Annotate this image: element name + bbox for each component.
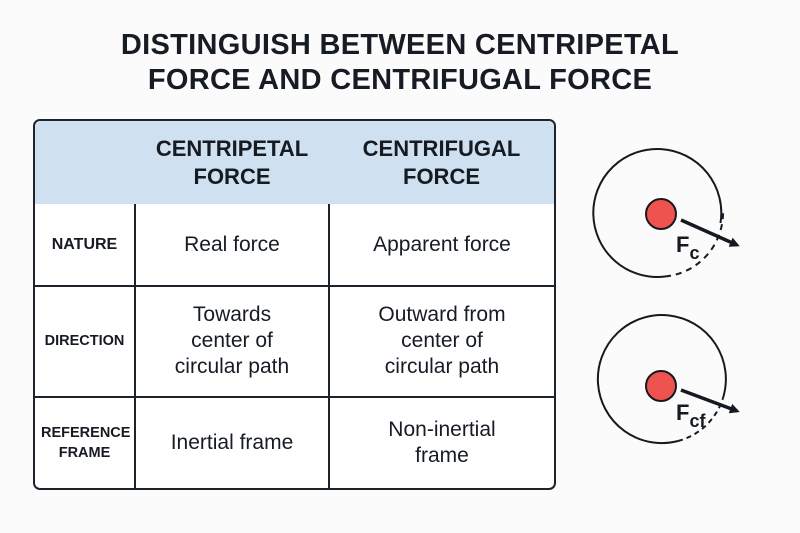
force-arrow — [680, 388, 740, 414]
cell-centripetal-reference-frame: Inertial frame — [134, 395, 330, 488]
force-label-sub: c — [689, 243, 699, 263]
circular-path — [592, 148, 723, 278]
cell-line: Real force — [184, 232, 280, 256]
row-label-line: DIRECTION — [44, 333, 125, 350]
mass-dot — [645, 370, 677, 402]
row-label-line: NATURE — [51, 235, 118, 253]
cell-centrifugal-nature: Apparent force — [328, 204, 554, 288]
cell-line: circular path — [174, 355, 290, 379]
cell-line: center of — [401, 329, 483, 353]
table-row: NATURE Real force Apparent force — [35, 204, 554, 288]
header-centripetal-line: CENTRIPETAL — [155, 135, 309, 161]
force-arrow — [680, 218, 740, 247]
centrifugal-diagram: Fcf — [596, 314, 740, 444]
cell-line: circular path — [384, 355, 500, 379]
page-title: DISTINGUISH BETWEEN CENTRIPETAL FORCE AN… — [0, 28, 800, 98]
cell-line: Towards — [192, 303, 272, 327]
comparison-table: CENTRIPETAL FORCE CENTRIFUGAL FORCE NATU… — [33, 119, 556, 490]
title-line-2: FORCE AND CENTRIFUGAL FORCE — [147, 64, 653, 96]
row-label-reference-frame: REFERENCE FRAME — [35, 395, 136, 488]
circular-path-dashed — [664, 212, 724, 278]
cell-line: center of — [191, 329, 273, 353]
centripetal-diagram: Fc — [592, 148, 740, 278]
row-label-nature: NATURE — [35, 204, 136, 288]
table-header-row: CENTRIPETAL FORCE CENTRIFUGAL FORCE — [35, 121, 554, 204]
header-centripetal-line: FORCE — [193, 163, 271, 189]
cell-centrifugal-reference-frame: Non-inertial frame — [328, 395, 554, 488]
force-label-sub: cf — [689, 411, 706, 431]
header-centrifugal-line: FORCE — [403, 163, 480, 189]
title-line-1: DISTINGUISH BETWEEN CENTRIPETAL — [120, 29, 680, 61]
mass-dot — [645, 198, 677, 230]
header-centrifugal: CENTRIFUGAL FORCE — [329, 121, 554, 204]
force-diagrams: Fc Fcf — [592, 148, 740, 444]
cell-line: Inertial frame — [170, 430, 294, 454]
force-label: Fc — [676, 232, 699, 263]
row-label-line: REFERENCE — [41, 424, 131, 441]
table-row: REFERENCE FRAME Inertial frame Non-inert… — [35, 395, 554, 488]
cell-line: Apparent force — [373, 232, 511, 256]
force-label-main: F — [676, 232, 689, 257]
cell-centripetal-direction: Towards center of circular path — [134, 285, 330, 398]
header-centripetal: CENTRIPETAL FORCE — [135, 121, 329, 204]
force-label-main: F — [676, 400, 689, 425]
row-label-direction: DIRECTION — [35, 285, 136, 398]
cell-line: Outward from — [378, 303, 506, 327]
circular-path — [596, 314, 727, 444]
table-row: DIRECTION Towards center of circular pat… — [35, 285, 554, 398]
row-label-line: FRAME — [58, 444, 111, 461]
cell-centrifugal-direction: Outward from center of circular path — [328, 285, 554, 398]
header-blank-cell — [35, 121, 135, 204]
cell-centripetal-nature: Real force — [134, 204, 330, 288]
header-centrifugal-line: CENTRIFUGAL — [362, 135, 521, 161]
cell-line: Non-inertial — [388, 417, 496, 441]
force-label: Fcf — [676, 400, 706, 431]
cell-line: frame — [415, 443, 469, 467]
